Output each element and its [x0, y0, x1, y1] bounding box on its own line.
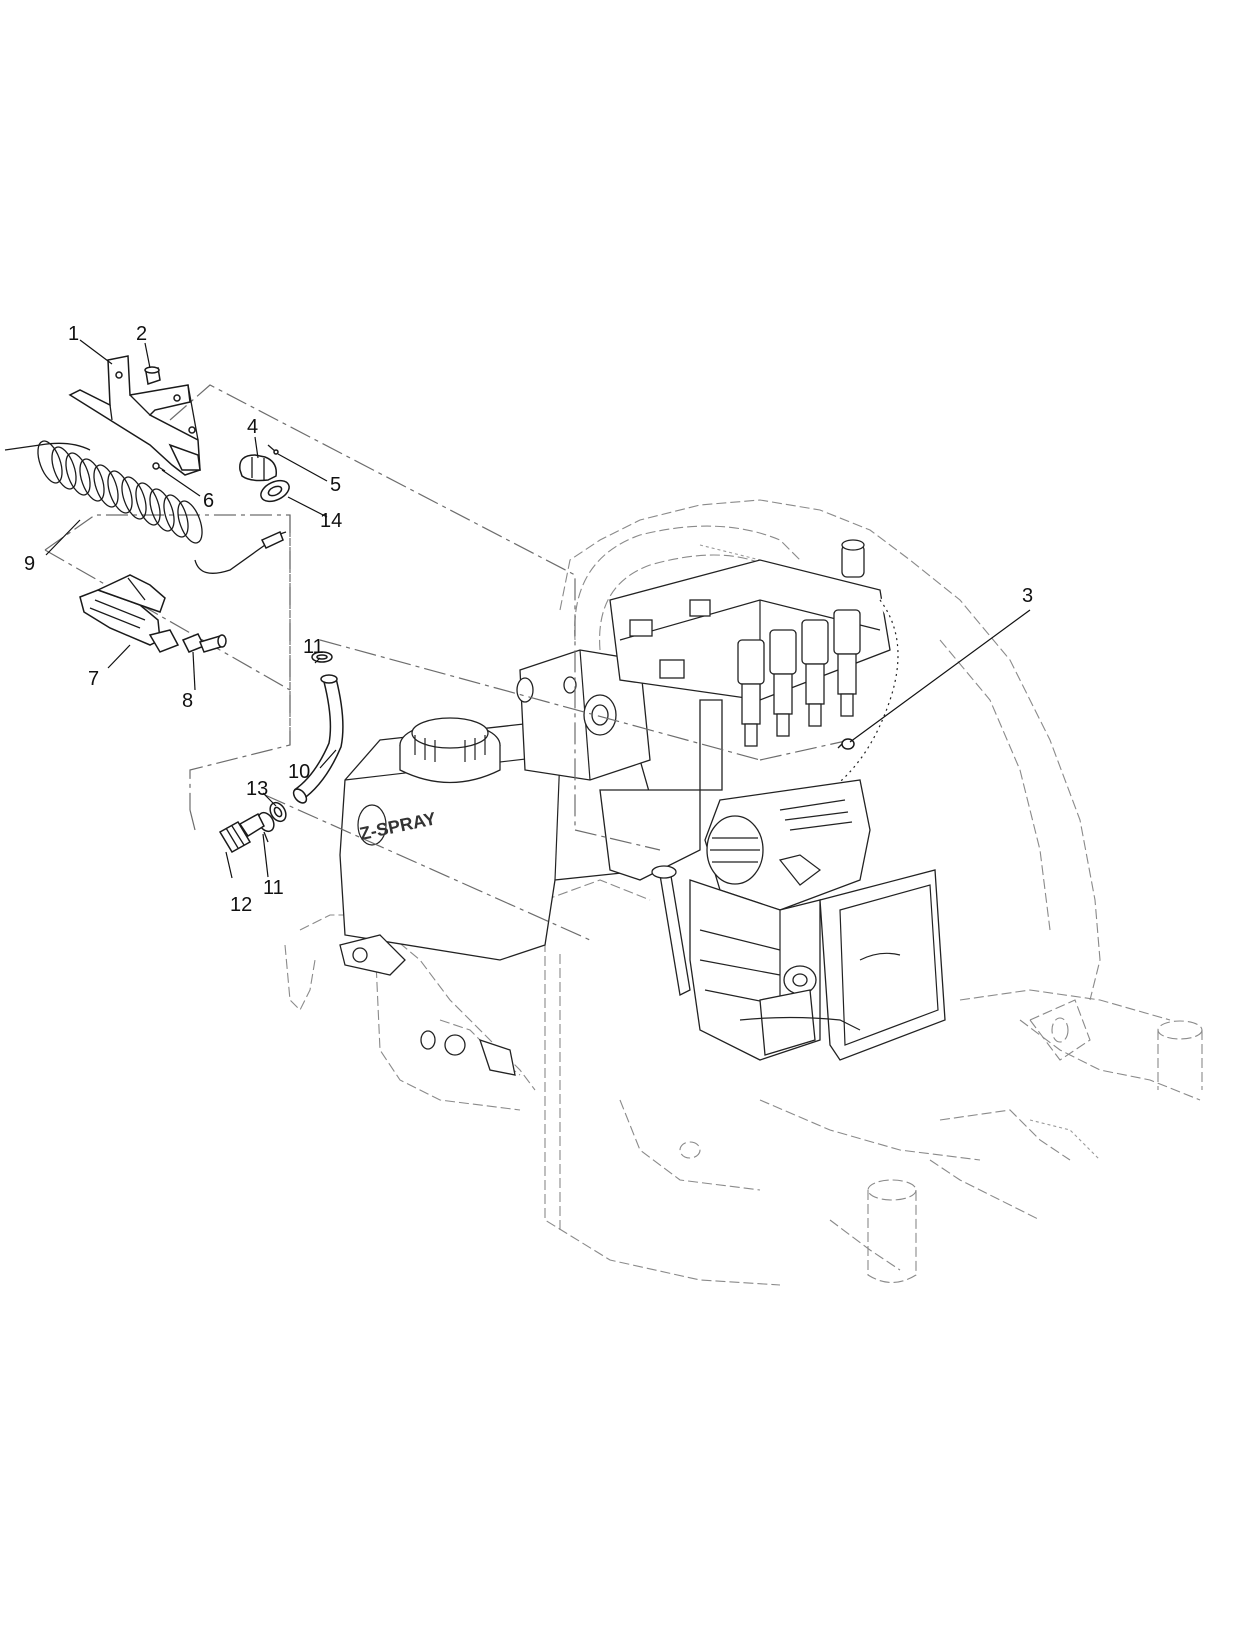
part-11-hose-clamp-upper [311, 651, 333, 663]
part-1-mounting-bracket [68, 355, 201, 476]
callout-10: 10 [288, 761, 310, 783]
leader-lines [45, 339, 1031, 879]
part-14-grommet [260, 479, 290, 503]
callout-9: 9 [24, 553, 35, 575]
part-4-hose-clamp [239, 454, 278, 482]
callout-12: 12 [230, 894, 252, 916]
callout-7: 7 [88, 668, 99, 690]
callout-11-upper: 11 [303, 636, 324, 658]
callout-14: 14 [320, 510, 342, 532]
part-9-coiled-hose [4, 440, 287, 574]
part-10-hose [292, 674, 344, 804]
callout-8: 8 [182, 690, 193, 712]
valve-manifold-assembly [516, 539, 902, 881]
callout-1: 1 [68, 323, 79, 345]
part-5-screw [267, 444, 279, 455]
part-2-bolt [144, 366, 161, 385]
part-12-fitting [218, 812, 265, 854]
section-valves [737, 609, 861, 747]
callout-6: 6 [203, 490, 214, 512]
assembly-phantom-lines [44, 384, 851, 941]
callout-5: 5 [330, 474, 341, 496]
part-7-spray-gun [79, 574, 180, 653]
part-13-clamp [269, 801, 287, 823]
callout-2: 2 [136, 323, 147, 345]
machine-body-ghost [284, 499, 1203, 1286]
part-6-pin [152, 462, 166, 472]
callout-13: 13 [246, 778, 268, 800]
callout-4: 4 [247, 416, 258, 438]
engine [651, 779, 946, 1061]
left-control-bracket [339, 934, 516, 1076]
part-8-nozzle [181, 633, 227, 653]
callout-11-lower: 11 [263, 877, 284, 899]
callout-labels: 1 2 3 4 5 6 7 8 9 10 11 11 12 13 14 [24, 323, 1033, 916]
callout-3: 3 [1022, 585, 1033, 607]
